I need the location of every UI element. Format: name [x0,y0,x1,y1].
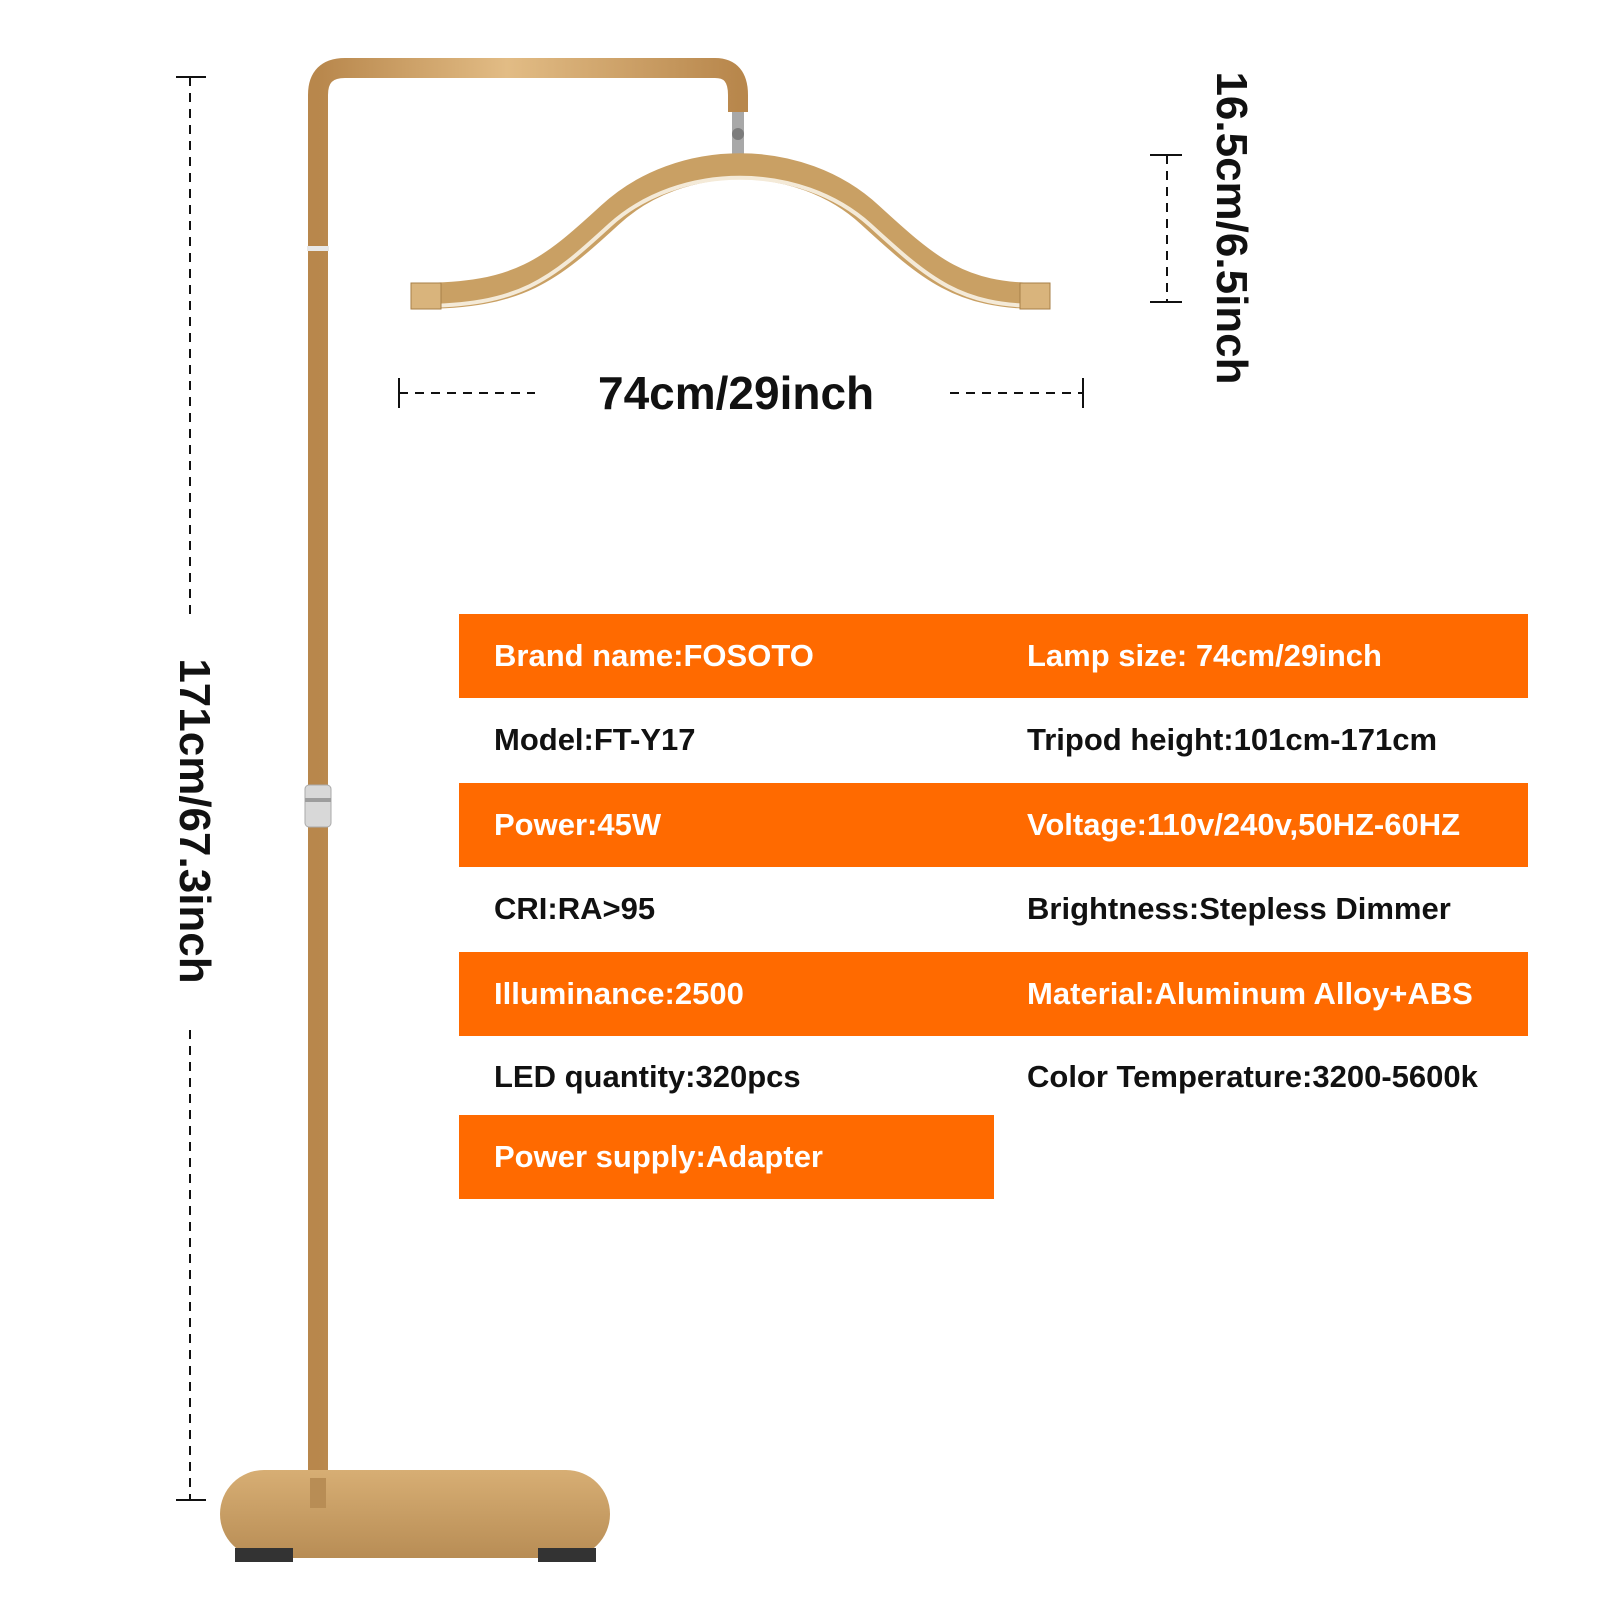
spec-led-quantity: LED quantity:320pcs [494,1059,801,1094]
spec-brightness: Brightness:Stepless Dimmer [1027,891,1451,926]
spec-row-cri: CRI:RA>95 Brightness:Stepless Dimmer [459,867,1528,951]
spec-power-supply: Power supply:Adapter [494,1139,823,1174]
spec-brand-name: Brand name:FOSOTO [494,638,814,673]
lamp-end-cap-left [410,282,442,310]
spec-row-brand: Brand name:FOSOTO Lamp size: 74cm/29inch [459,614,1528,698]
spec-row-power: Power:45W Voltage:110v/240v,50HZ-60HZ [459,783,1528,867]
spec-color-temperature: Color Temperature:3200-5600k [1027,1059,1478,1094]
spec-row-model: Model:FT-Y17 Tripod height:101cm-171cm [459,698,1528,782]
lamp-head [417,153,1041,309]
height-clamp [304,784,332,828]
lamp-width-label: 74cm/29inch [598,367,875,419]
lamp-pole [308,58,748,1490]
dimension-line-lamp-width [398,378,1084,408]
lamp-height-label: 16.5cm/6.5inch [1207,71,1256,385]
lamp-base [220,1470,610,1558]
lamp-end-cap-right [1019,282,1051,310]
pole-ring-upper [307,246,329,251]
spec-illuminance: Illuminance:2500 [494,976,744,1011]
spec-power: Power:45W [494,807,662,842]
dimension-line-lamp-height [1150,154,1182,303]
spec-cri: CRI:RA>95 [494,891,656,926]
spec-model: Model:FT-Y17 [494,722,696,757]
spec-tripod-height: Tripod height:101cm-171cm [1027,722,1438,757]
spec-row-power-supply: Power supply:Adapter [459,1115,1528,1199]
stand-height-label: 171cm/67.3inch [170,658,219,984]
dimension-line-stand-height [176,76,206,1501]
spec-row-led: LED quantity:320pcs Color Temperature:32… [459,1035,1528,1119]
spec-material: Material:Aluminum Alloy+ABS [1027,976,1473,1011]
spec-row-illuminance: Illuminance:2500 Material:Aluminum Alloy… [459,952,1528,1036]
spec-voltage: Voltage:110v/240v,50HZ-60HZ [1027,807,1461,842]
spec-lamp-size: Lamp size: 74cm/29inch [1027,638,1382,673]
